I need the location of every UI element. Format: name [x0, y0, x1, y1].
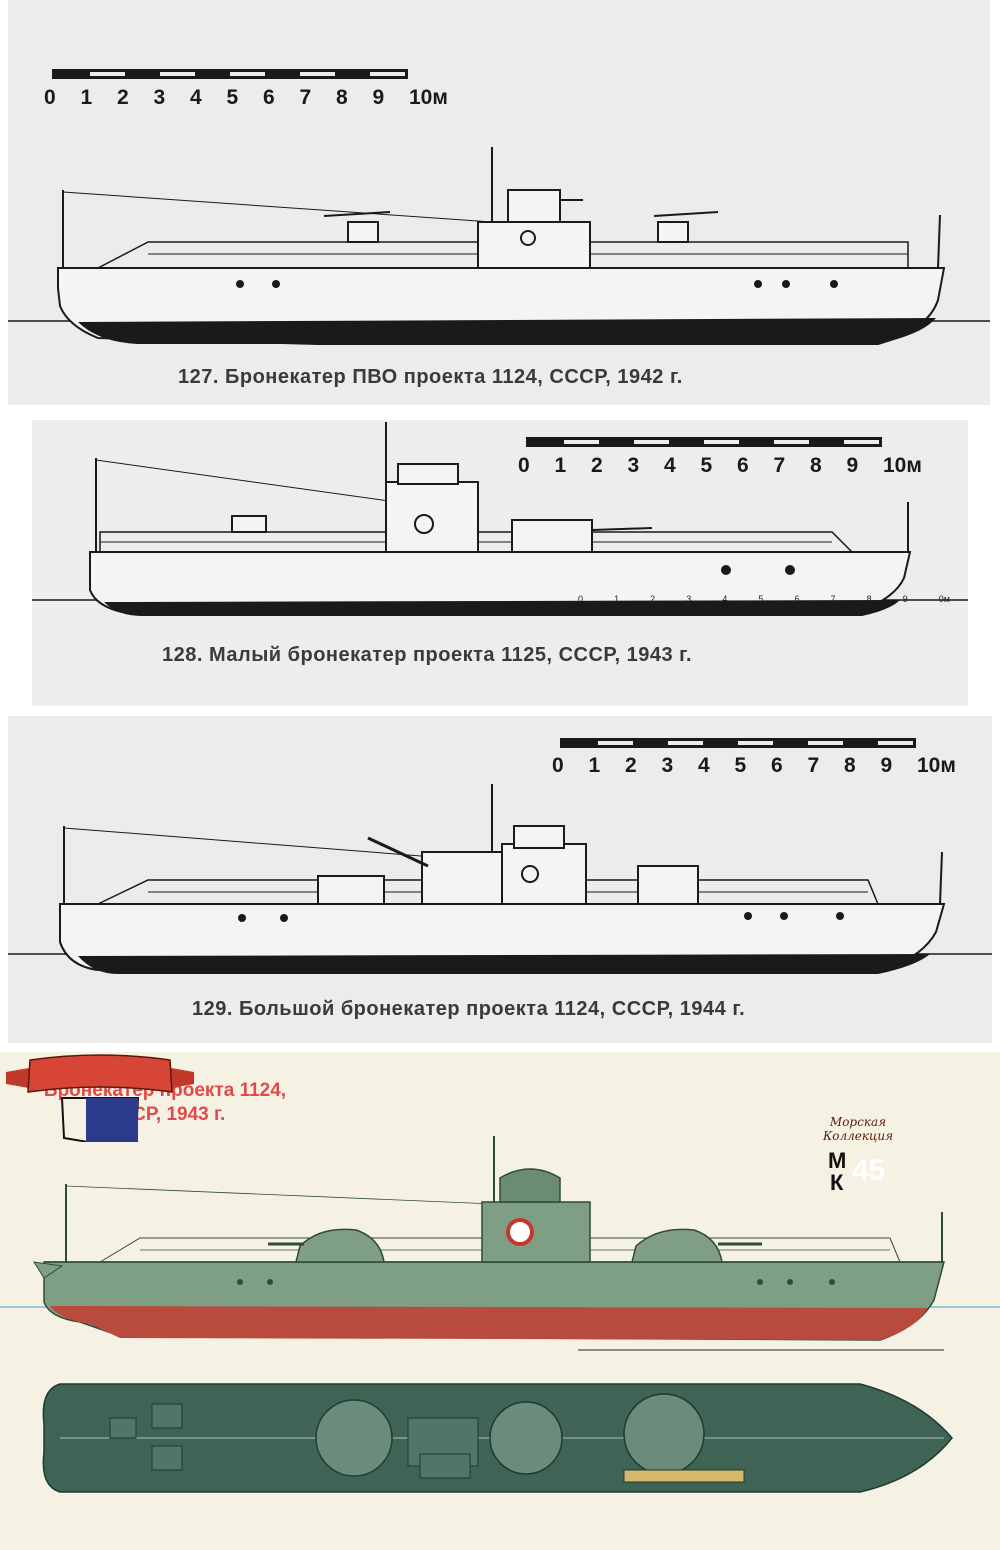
scale-label: 8 [810, 454, 822, 477]
small-scale-label: 0м [938, 594, 950, 604]
scale-label: 1 [80, 86, 93, 109]
scale-labels: 0 1 2 3 4 5 6 7 8 9 10м [44, 86, 448, 110]
logo-script-text: Морская Коллекция [822, 1115, 894, 1143]
figure-129: 0 1 2 3 4 5 6 7 8 9 10м 129. Большой бро… [8, 716, 992, 1043]
figure-127: 0 1 2 3 4 5 6 7 8 9 10м 127. Бронекатер … [8, 0, 990, 405]
scale-label: 5 [226, 86, 239, 109]
scale-label: 10м [883, 454, 922, 477]
scale-label: 3 [661, 754, 674, 777]
scale-label: 1 [588, 754, 601, 777]
small-scale-label: 4 [722, 594, 728, 604]
scale-label: 6 [737, 454, 749, 477]
scale-label: 0 [44, 86, 56, 109]
scale-label: 7 [807, 754, 820, 777]
ship-129-profile-drawing [8, 738, 992, 974]
small-scale-label: 7 [830, 594, 836, 604]
small-scale-label: 8 [866, 594, 872, 604]
scale-label: 10м [409, 86, 448, 109]
ship-128-profile-drawing [32, 422, 968, 616]
ribbon-logo-icon [6, 1054, 194, 1142]
scale-label: 9 [846, 454, 859, 477]
logo-mk-45: М К 45 [824, 1148, 890, 1198]
figure-caption: 129. Большой бронекатер проекта 1124, СС… [192, 998, 746, 1020]
figure-caption: 127. Бронекатер ПВО проекта 1124, СССР, … [178, 366, 683, 388]
scale-label: 6 [263, 86, 275, 109]
small-scale-label: 0 [578, 594, 584, 604]
scale-bar [52, 69, 408, 79]
scale-bar [526, 437, 882, 447]
small-scale-label: 1 [614, 594, 620, 604]
small-scale-label: 2 [650, 594, 656, 604]
scale-label: 0 [552, 754, 564, 777]
figure-128: 0 1 2 3 4 5 6 7 8 9 10м 128. Малый броне… [32, 420, 968, 706]
scale-label: 3 [153, 86, 166, 109]
scale-label: 7 [773, 454, 786, 477]
scale-label: 2 [591, 454, 603, 477]
scale-label: 0 [518, 454, 530, 477]
scale-bar [560, 738, 916, 748]
scale-label: 1 [554, 454, 567, 477]
scale-label: 5 [700, 454, 713, 477]
scale-label: 4 [698, 754, 710, 777]
small-scale-label: 3 [686, 594, 692, 604]
scale-labels: 0 1 2 3 4 5 6 7 8 9 10м [552, 754, 956, 778]
scale-label: 10м [917, 754, 956, 777]
logo-letter-k: К [830, 1170, 844, 1195]
small-scale-label: 5 [758, 594, 764, 604]
scale-label: 9 [880, 754, 893, 777]
logo-letter-m: М [828, 1148, 847, 1173]
scale-label: 8 [844, 754, 856, 777]
scale-label: 6 [771, 754, 783, 777]
scale-label: 7 [299, 86, 312, 109]
logo-number: 45 [852, 1154, 886, 1187]
figure-caption: 128. Малый бронекатер проекта 1125, СССР… [162, 644, 693, 666]
scale-label: 2 [117, 86, 129, 109]
small-scale-label: 9 [902, 594, 908, 604]
scale-labels: 0 1 2 3 4 5 6 7 8 9 10м [518, 454, 922, 478]
ship-127-profile-drawing [8, 69, 990, 345]
scale-label: 5 [734, 754, 747, 777]
scale-label: 2 [625, 754, 637, 777]
scale-label: 4 [664, 454, 676, 477]
small-scale-label: 6 [794, 594, 800, 604]
scale-label: 9 [372, 86, 385, 109]
scale-label: 8 [336, 86, 348, 109]
hull-underwater [50, 1306, 928, 1340]
scale-label: 4 [190, 86, 202, 109]
small-scale-labels: 0 1 2 3 4 5 6 7 8 9 0м [578, 594, 950, 604]
scale-label: 3 [627, 454, 640, 477]
